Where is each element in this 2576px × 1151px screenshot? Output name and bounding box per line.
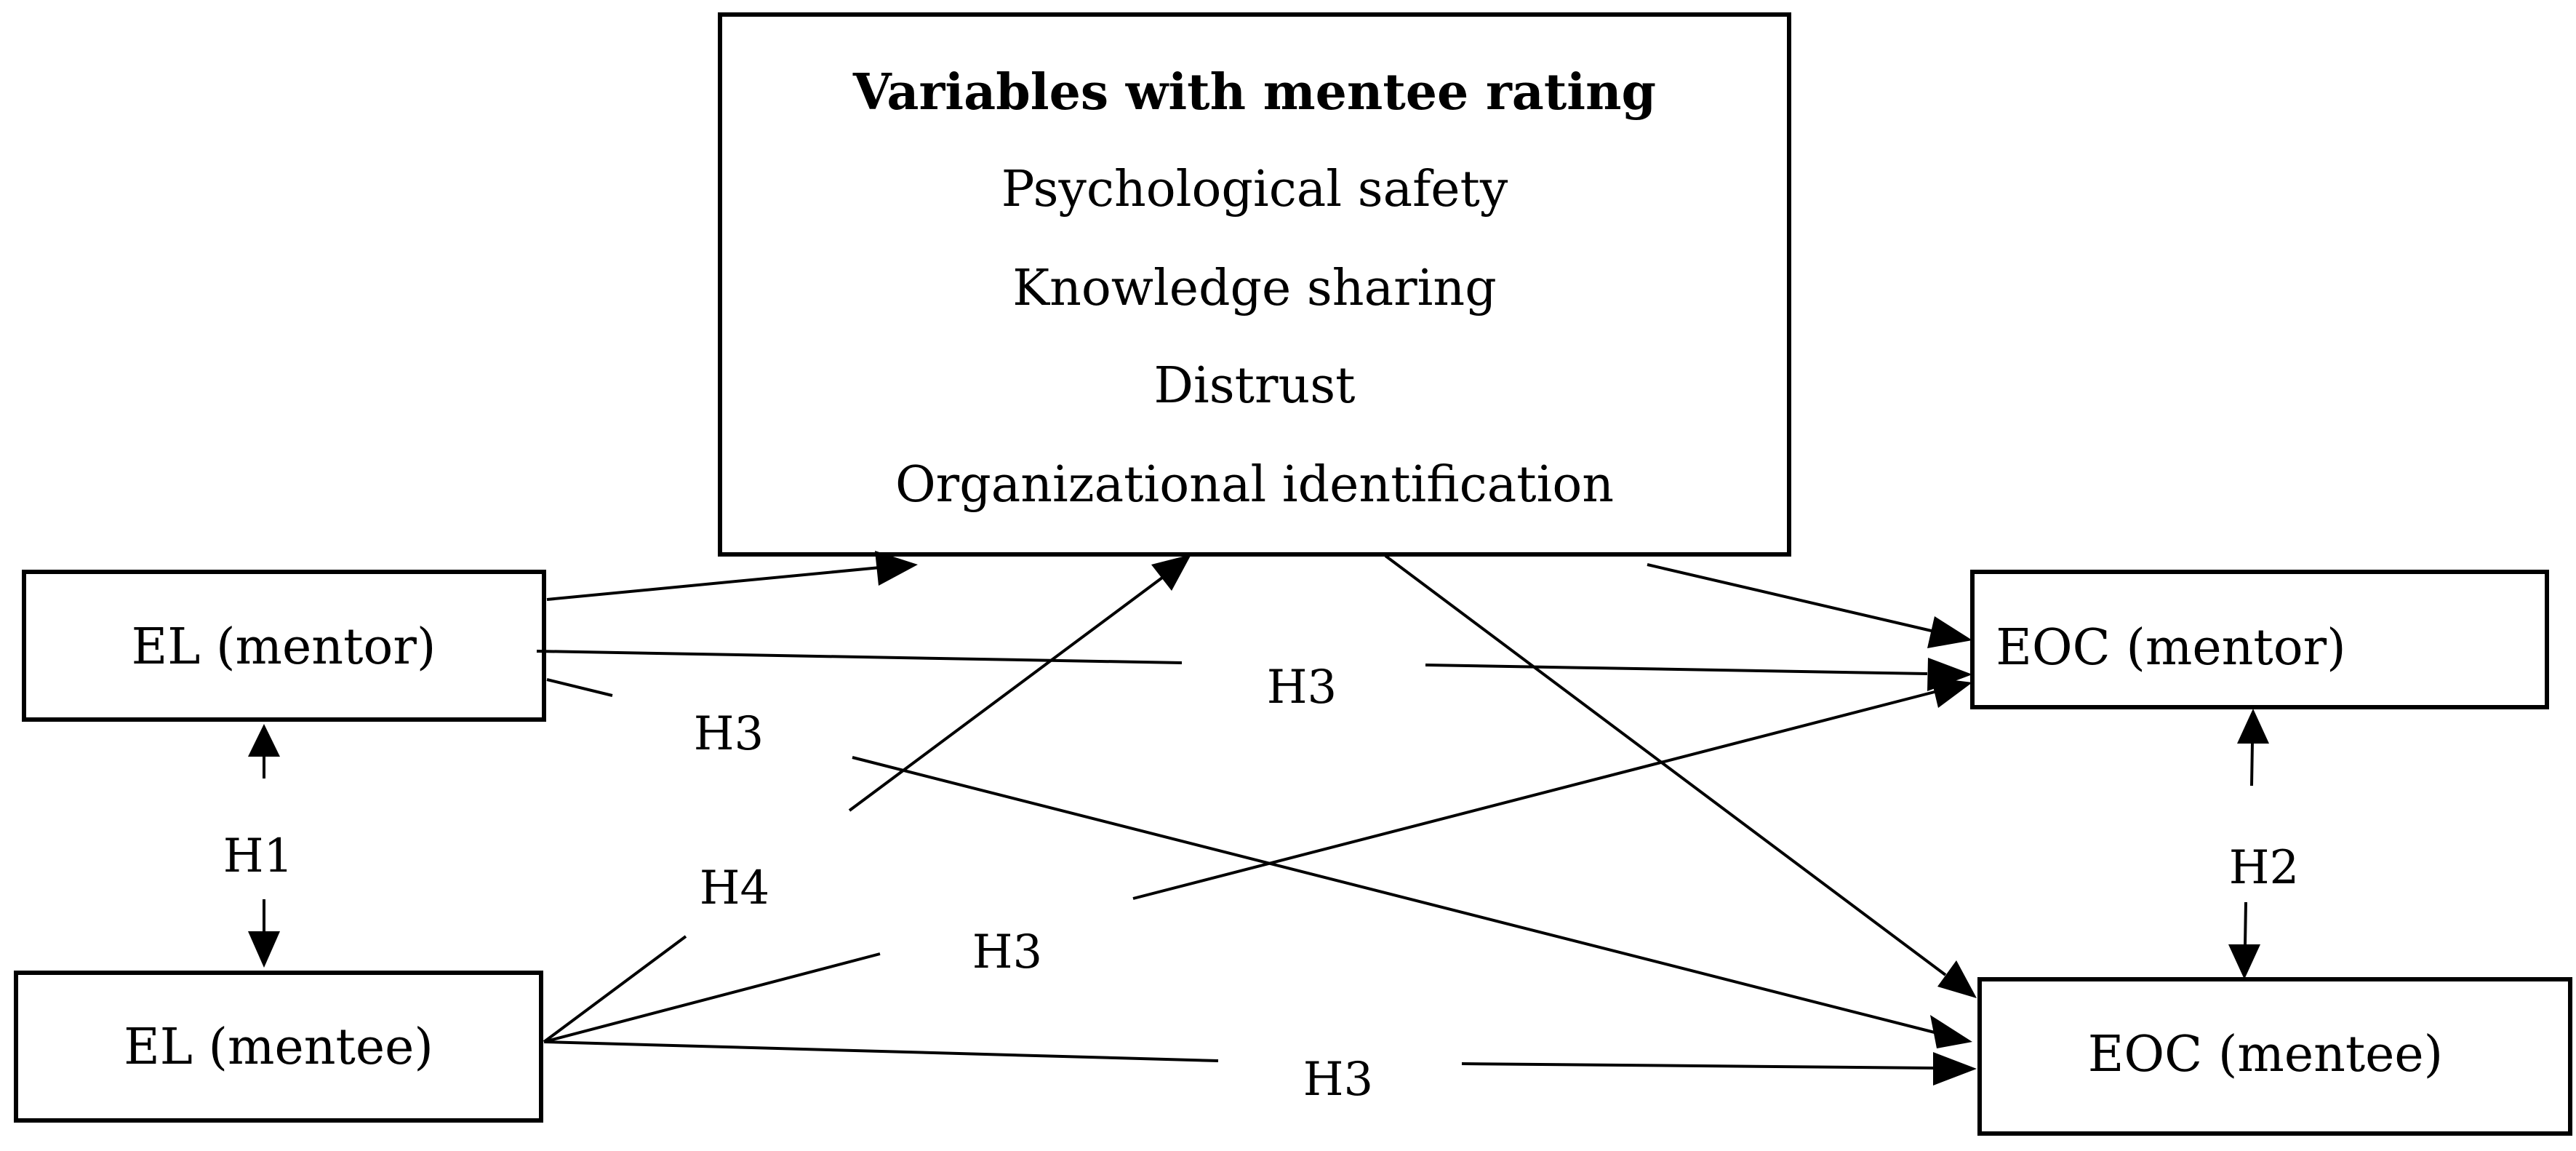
el-mentor-label: EL (mentor)	[132, 618, 436, 676]
arrow-el-mentee-to-mediator-a	[543, 935, 687, 1043]
mediator-title: Variables with mentee rating	[852, 63, 1656, 122]
arrowhead-mediator-to-eoc-mentee	[1937, 960, 1977, 998]
el-mentee-label: EL (mentee)	[124, 1019, 433, 1076]
arrowhead-mediator-to-eoc-mentor	[1927, 616, 1972, 648]
mediator-box	[718, 12, 1791, 557]
hypothesis-label-h3-bottom: H3	[1303, 1053, 1374, 1107]
hypothesis-label-h3-left: H3	[694, 707, 764, 761]
arrow-el-mentee-to-eoc-mentor-a	[543, 952, 881, 1043]
el-mentee-box	[14, 971, 543, 1123]
arrowhead-h2-down	[2228, 944, 2260, 979]
arrow-el-mentor-to-eoc-mentor-b	[1425, 664, 1928, 675]
eoc-mentor-box	[1970, 570, 2549, 709]
arrow-h2-down	[2244, 901, 2247, 947]
arrowhead-el-mentor-to-eoc-mentee	[1930, 1015, 1972, 1048]
hypothesis-label-h3-mid: H3	[972, 925, 1043, 979]
eoc-mentee-box	[1977, 977, 2572, 1136]
hypothesis-label-h3-top: H3	[1267, 661, 1337, 714]
arrow-el-mentee-to-mediator-b	[848, 576, 1164, 812]
arrowhead-el-mentee-to-mediator	[1151, 554, 1191, 591]
arrow-mediator-to-eoc-mentee	[1384, 554, 1947, 976]
hypothesis-label-h4: H4	[700, 861, 770, 915]
arrow-el-mentor-to-mediator	[546, 566, 881, 601]
arrow-el-mentor-to-eoc-mentor-a	[536, 650, 1183, 664]
arrow-el-mentee-to-eoc-mentee-b	[1461, 1062, 1935, 1070]
arrowhead-h2-up	[2237, 709, 2269, 744]
hypothesis-label-h2: H2	[2229, 841, 2300, 895]
arrow-mediator-to-eoc-mentor	[1647, 563, 1935, 633]
arrowhead-el-mentor-to-mediator	[875, 551, 918, 586]
hypothesis-label-h1: H1	[223, 829, 294, 883]
mediator-item-knowledge-sharing: Knowledge sharing	[1012, 260, 1496, 317]
arrowhead-el-mentee-to-eoc-mentee	[1933, 1052, 1977, 1086]
arrow-el-mentee-to-eoc-mentee-a	[543, 1040, 1219, 1062]
arrow-el-mentor-to-eoc-mentee-b	[852, 756, 1935, 1034]
mediator-item-organizational-identification: Organizational identification	[895, 456, 1614, 514]
mediator-item-distrust: Distrust	[1153, 357, 1355, 415]
el-mentor-box	[22, 570, 546, 722]
arrow-el-mentee-to-eoc-mentor-b	[1132, 690, 1935, 900]
eoc-mentee-label: EOC (mentee)	[2088, 1026, 2443, 1083]
arrow-el-mentor-to-eoc-mentee-a	[546, 678, 613, 697]
eoc-mentor-label: EOC (mentor)	[1996, 619, 2345, 677]
arrowhead-h1-up	[248, 724, 280, 757]
arrowhead-h1-down	[248, 931, 280, 968]
mediator-item-psychological-safety: Psychological safety	[1001, 161, 1508, 218]
arrowhead-el-mentee-to-eoc-mentor	[1931, 677, 1972, 708]
